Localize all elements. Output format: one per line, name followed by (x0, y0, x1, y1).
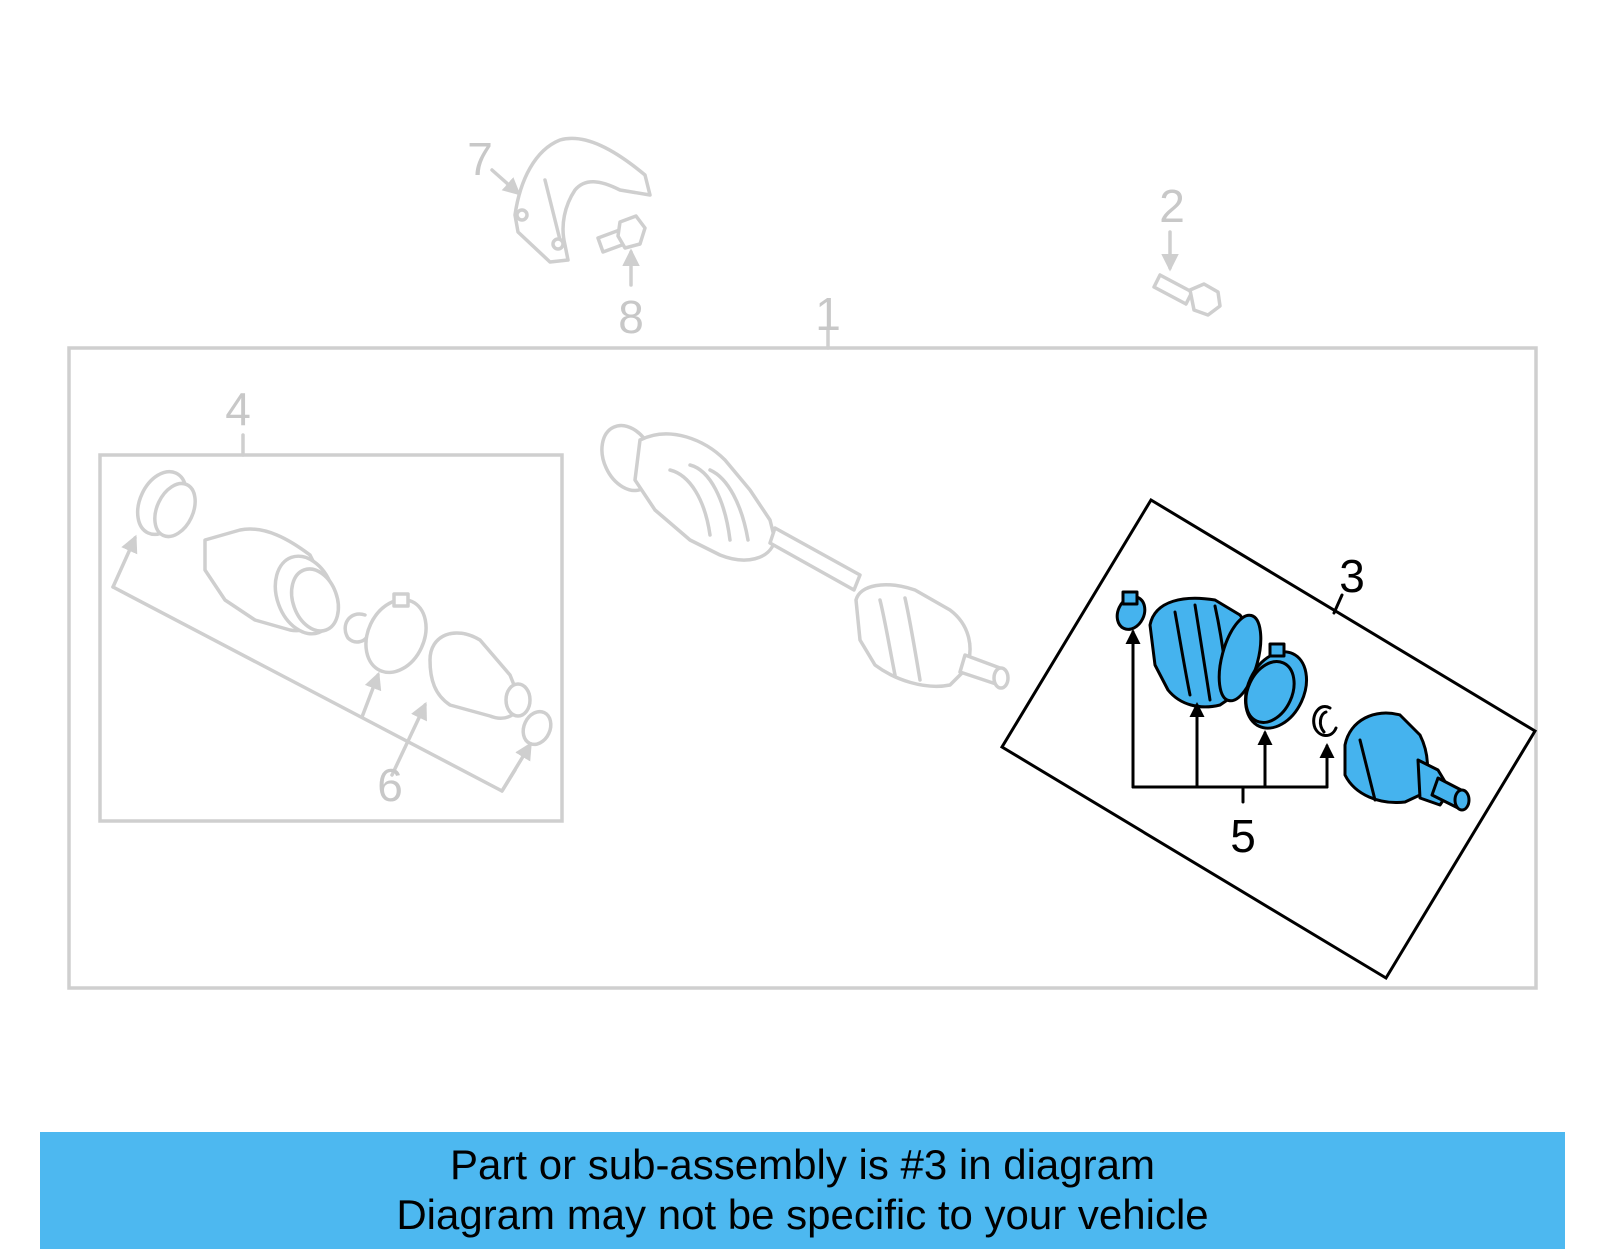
callout-1: 1 (815, 288, 841, 340)
callout-4: 4 (225, 383, 251, 435)
banner-line-2: Diagram may not be specific to your vehi… (396, 1191, 1209, 1238)
part-4-components (135, 469, 553, 747)
callout-6-arrow-a (111, 534, 138, 589)
callout-6-arrow-c (390, 701, 427, 777)
callout-8: 8 (618, 291, 644, 343)
callout-3: 3 (1339, 550, 1365, 602)
info-banner: Part or sub-assembly is #3 in diagram Di… (40, 1132, 1565, 1249)
callout-6-arrow-b (360, 671, 382, 719)
assembly-frame-1 (67, 346, 1538, 990)
axle-shaft (600, 423, 1010, 690)
callout-3-leader (1332, 593, 1344, 615)
callout-5: 5 (1230, 810, 1256, 862)
subassembly-frame-4 (98, 453, 564, 823)
part-3-components[interactable] (1112, 590, 1471, 812)
callout-2: 2 (1159, 180, 1185, 232)
part-2-bolt (1152, 273, 1222, 317)
callout-6-arrow-d (500, 742, 532, 793)
callout-7-leader (490, 168, 521, 196)
subassembly-frame-3 (999, 497, 1538, 981)
callout-6: 6 (377, 759, 403, 811)
part-8-bolt (596, 214, 647, 254)
callout-7: 7 (467, 133, 493, 185)
banner-line-1: Part or sub-assembly is #3 in diagram (450, 1141, 1155, 1188)
part-7-bracket (513, 136, 652, 264)
